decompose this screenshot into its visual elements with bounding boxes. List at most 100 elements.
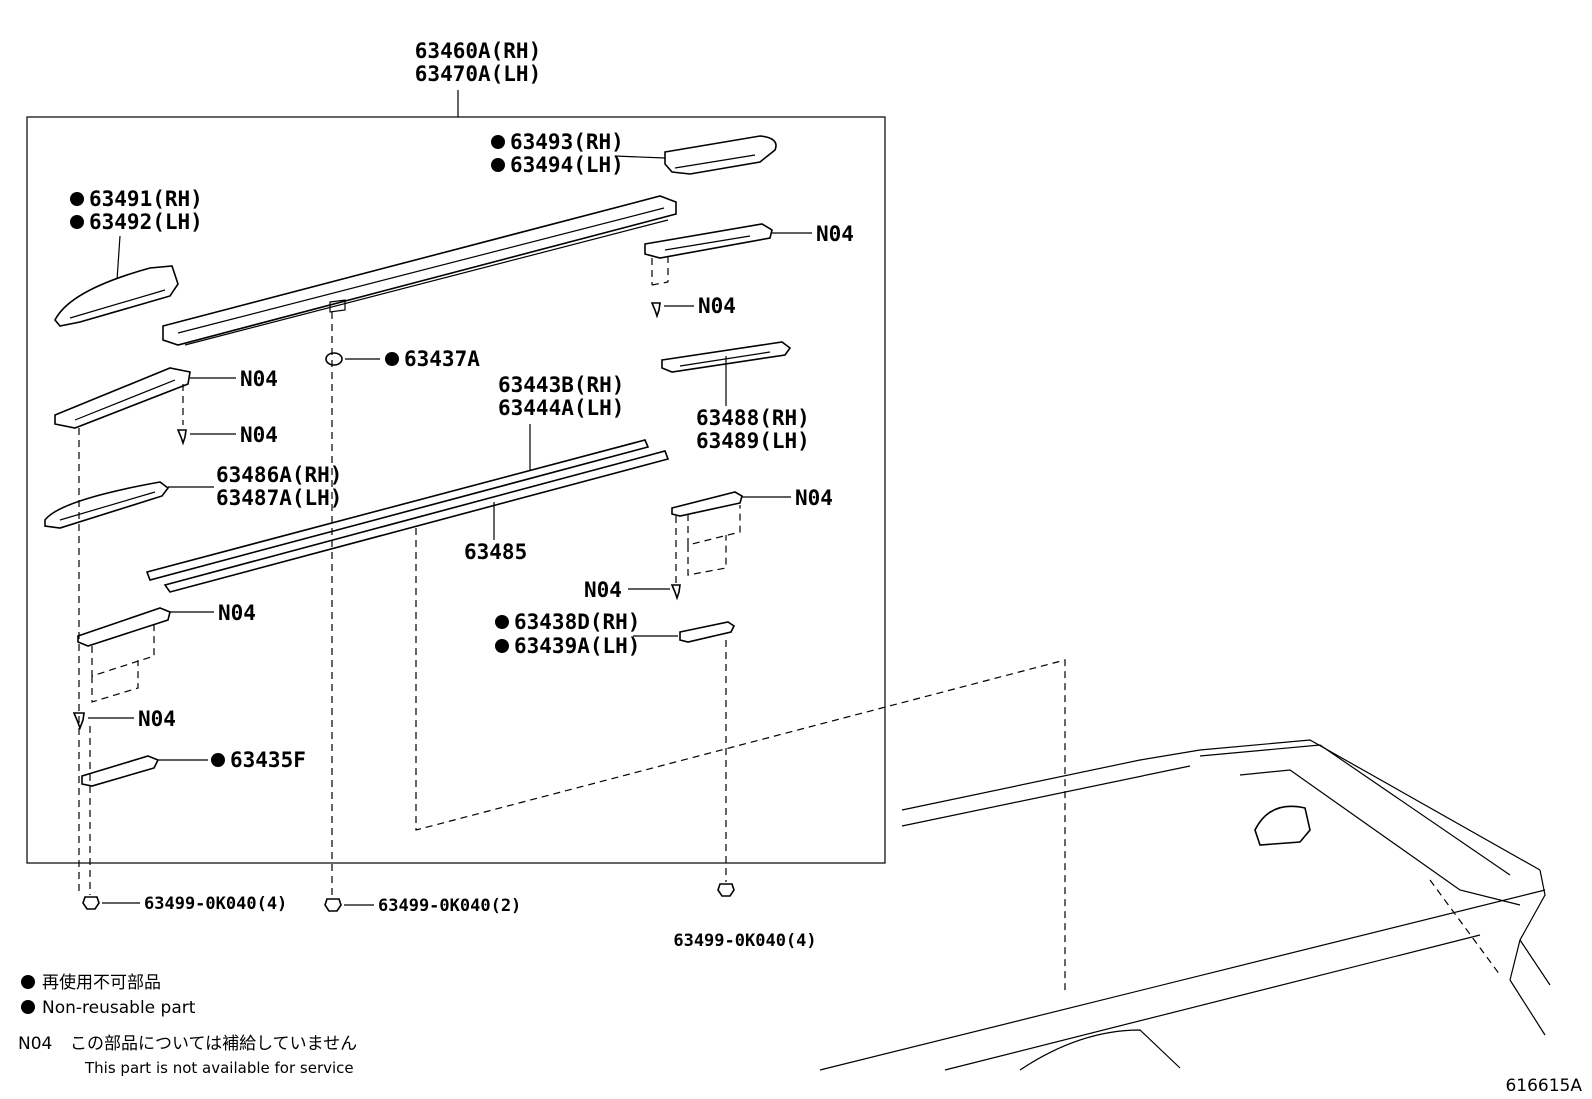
- assembly-callout: 63460A(RH) 63470A(LH): [415, 39, 541, 117]
- label-n04-rear-bracket: N04: [816, 222, 854, 246]
- part-63486-front-base: 63486A(RH) 63487A(LH): [44, 463, 342, 529]
- front-lower-bracket-shape: [77, 607, 171, 647]
- nonreuse-marker-icon: [70, 192, 84, 206]
- part-63438-pad: 63438D(RH) 63439A(LH): [495, 610, 736, 658]
- nonreuse-marker-icon: [70, 215, 84, 229]
- label-63494: 63494(LH): [510, 153, 624, 177]
- clip-icon: [82, 896, 100, 910]
- roof-line-upper-2: [901, 765, 1191, 827]
- label-63489: 63489(LH): [696, 429, 810, 453]
- leader-63493: [614, 155, 666, 159]
- spoiler-end: [1509, 869, 1546, 981]
- part-63443-strip: 63443B(RH) 63444A(LH): [145, 373, 650, 581]
- nonreuse-marker-icon: [495, 639, 509, 653]
- clip-left: 63499-0K040(4): [82, 894, 287, 914]
- rear-bracket-upper: N04: [644, 222, 854, 286]
- rear-pillar-2: [1509, 979, 1546, 1036]
- part-63485-strip: 63485: [163, 450, 670, 593]
- front-lower-dash: [91, 622, 155, 703]
- front-cover-shape: [54, 265, 179, 327]
- nut-63437A: [325, 352, 343, 366]
- roof-side-line-2: [944, 934, 1481, 1071]
- legend-jp-nonreuse: 再使用不可部品: [42, 972, 161, 993]
- nonreuse-marker-icon: [211, 753, 225, 767]
- strip-lower-shape: [163, 450, 670, 593]
- assembly-frame: [26, 116, 886, 864]
- door-frame: [1019, 1029, 1181, 1071]
- clip-icon: [717, 883, 735, 897]
- label-63435F: 63435F: [230, 748, 306, 772]
- roof-rail-edge: [177, 207, 665, 334]
- leader-63491: [116, 235, 121, 281]
- rear-lower-bracket-shape: [671, 491, 743, 517]
- roof-rail-main: [162, 195, 677, 346]
- label-63438: 63438D(RH): [514, 610, 640, 634]
- label-clip-left: 63499-0K040(4): [144, 894, 287, 914]
- label-63493: 63493(RH): [510, 130, 624, 154]
- label-63444: 63444A(LH): [498, 396, 624, 420]
- strip-upper-shape: [145, 439, 650, 581]
- label-n04-front-bracket: N04: [240, 367, 278, 391]
- rear-screw-lower: N04: [584, 578, 681, 602]
- spoiler-top: [1199, 744, 1511, 876]
- pad-63438-shape: [679, 621, 736, 643]
- nonreuse-marker-icon: [385, 352, 399, 366]
- assembly-dash-lines: [78, 312, 1066, 995]
- label-63439: 63439A(LH): [514, 634, 640, 658]
- label-63437A: 63437A: [404, 347, 480, 371]
- label-63491: 63491(RH): [89, 187, 203, 211]
- part-63493-rear-cover: 63493(RH) 63494(LH): [491, 130, 777, 177]
- clip-right: 63499-0K040(4): [673, 883, 817, 951]
- front-base-detail: [59, 491, 156, 521]
- roof-side-line: [819, 889, 1546, 1071]
- figure-id: 616615A: [1505, 1076, 1582, 1096]
- roof-rail-boss: [329, 299, 346, 313]
- shark-fin-antenna: [1254, 805, 1311, 846]
- label-63485: 63485: [464, 540, 527, 564]
- rear-screw-upper: N04: [650, 294, 736, 319]
- front-bracket-shape: [54, 367, 191, 429]
- front-screw-upper: N04: [176, 423, 278, 447]
- rear-bracket-detail: [664, 235, 751, 251]
- front-bracket-detail: [74, 379, 176, 421]
- front-base-shape: [44, 481, 170, 529]
- pad-63435F-shape: [81, 755, 160, 787]
- legend-en-nonreuse: Non-reusable part: [42, 998, 196, 1018]
- label-clip-mid: 63499-0K040(2): [378, 896, 521, 916]
- screw-icon: [650, 302, 661, 319]
- label-n04-front-screw: N04: [240, 423, 278, 447]
- clip-icon: [324, 898, 342, 912]
- part-63437A: 63437A: [325, 347, 480, 371]
- nonreuse-marker-icon: [491, 135, 505, 149]
- label-63492: 63492(LH): [89, 210, 203, 234]
- nonreuse-marker-icon: [495, 615, 509, 629]
- screw-icon: [670, 584, 681, 601]
- assembly-rh-label: 63460A(RH): [415, 39, 541, 63]
- rear-base-detail: [679, 351, 771, 367]
- label-clip-right: 63499-0K040(4): [673, 931, 816, 951]
- rear-cover-detail: [674, 154, 756, 169]
- label-63443: 63443B(RH): [498, 373, 624, 397]
- label-n04-rear-lower-screw: N04: [584, 578, 622, 602]
- front-cover-detail: [69, 289, 166, 319]
- label-n04-front-lower-screw: N04: [138, 707, 176, 731]
- nonreuse-marker-icon: [491, 158, 505, 172]
- legend-jp-na: この部品については補給していません: [70, 1034, 357, 1054]
- hidden-edge: [1429, 879, 1501, 976]
- label-n04-rear-screw: N04: [698, 294, 736, 318]
- dash-to-vehicle: [415, 528, 1066, 995]
- legend-code: N04: [18, 1034, 52, 1054]
- vehicle-roof-outline: [819, 739, 1551, 1071]
- assembly-lh-label: 63470A(LH): [415, 62, 541, 86]
- screw-icon: [176, 429, 187, 446]
- nonreuse-marker-icon: [21, 975, 35, 989]
- rear-bracket-lower: N04: [671, 486, 833, 576]
- part-63435F-pad: 63435F: [81, 748, 306, 787]
- legend: 再使用不可部品 Non-reusable part N04 この部品については補…: [18, 972, 357, 1077]
- part-63488-rear-base: 63488(RH) 63489(LH): [661, 341, 810, 453]
- label-n04-rear-lower: N04: [795, 486, 833, 510]
- roof-rail-edge-2: [184, 219, 669, 346]
- rear-lower-dash: [687, 505, 741, 576]
- front-screw-lower: N04: [72, 707, 176, 731]
